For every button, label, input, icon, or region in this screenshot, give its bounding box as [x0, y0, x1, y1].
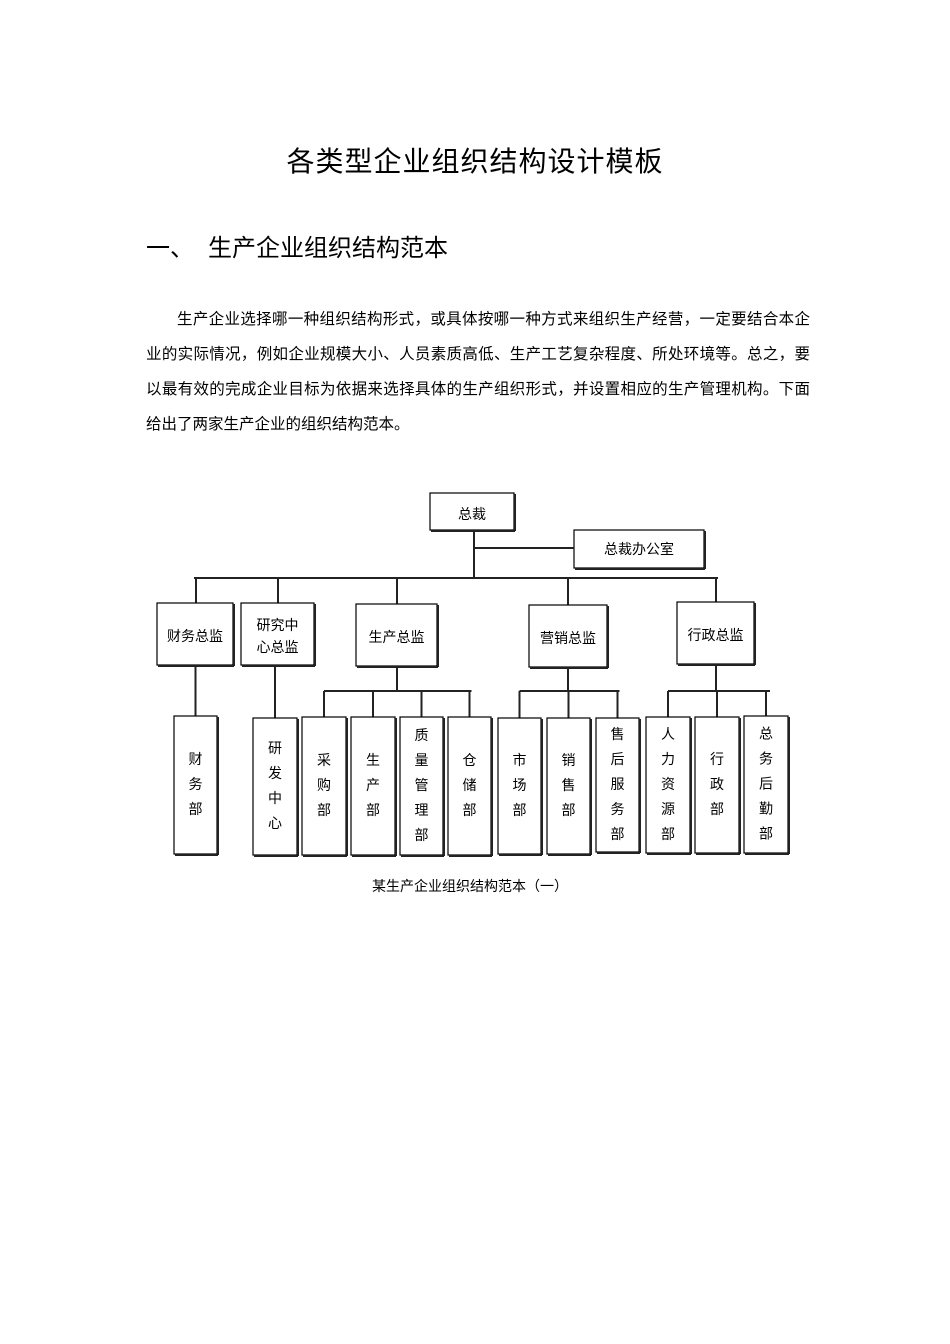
- dept-label-1-0-3: 心: [268, 816, 282, 832]
- dept-box-3-1: [546, 717, 591, 855]
- dept-label-0-0-1: 务: [189, 777, 203, 793]
- dept-box-2-1: [350, 716, 396, 856]
- section-heading: 一、生产企业组织结构范本: [146, 228, 448, 263]
- dept-label-4-0-1: 力: [661, 752, 675, 768]
- dept-label-2-2-1: 量: [415, 753, 429, 769]
- dept-label-4-1-2: 部: [710, 802, 724, 818]
- dept-label-4-0-2: 资: [661, 777, 675, 793]
- director-label-1-0: 研究中: [257, 618, 299, 634]
- dept-label-3-2-1: 后: [611, 752, 625, 768]
- dept-box-4-2: [743, 715, 789, 854]
- director-box-2: [355, 603, 438, 667]
- dept-label-2-3-1: 储: [463, 778, 477, 794]
- dept-label-4-2-3: 勤: [759, 802, 773, 818]
- dept-label-2-1-1: 产: [366, 778, 380, 794]
- dept-label-4-0-4: 部: [661, 827, 675, 843]
- section-title: 生产企业组织结构范本: [208, 234, 448, 262]
- dept-box-2-2: [399, 716, 444, 856]
- dept-label-4-1-1: 政: [710, 777, 724, 793]
- dept-box-2-0: [301, 716, 347, 856]
- root-box: [429, 492, 515, 531]
- dept-label-3-1-2: 部: [562, 803, 576, 819]
- dept-label-1-0-0: 研: [268, 741, 282, 757]
- dept-label-4-2-0: 总: [759, 727, 773, 743]
- dept-label-4-2-4: 部: [759, 827, 773, 843]
- dept-label-2-2-4: 部: [415, 828, 429, 844]
- dept-box-2-3: [447, 716, 492, 856]
- dept-label-2-1-2: 部: [366, 803, 380, 819]
- dept-label-3-2-3: 务: [611, 802, 625, 818]
- dept-label-3-0-2: 部: [513, 803, 527, 819]
- director-label-0-0: 财务总监: [167, 629, 223, 645]
- dept-label-2-0-1: 购: [317, 778, 331, 794]
- dept-label-2-3-0: 仓: [463, 753, 477, 769]
- dept-label-2-3-2: 部: [463, 803, 477, 819]
- dept-label-1-0-1: 发: [268, 766, 282, 782]
- dept-box-1-0: [252, 717, 298, 856]
- director-label-3-0: 营销总监: [540, 631, 596, 647]
- dept-label-2-2-3: 理: [415, 803, 429, 819]
- dept-box-0-0: [173, 715, 218, 855]
- dept-label-4-2-1: 务: [759, 752, 773, 768]
- root-label: 总裁: [458, 507, 486, 523]
- document-title: 各类型企业组织结构设计模板: [286, 145, 664, 178]
- dept-label-0-0-2: 部: [189, 802, 203, 818]
- dept-label-3-2-2: 服: [611, 777, 625, 793]
- dept-label-3-2-0: 售: [611, 727, 625, 743]
- dept-label-3-0-0: 市: [513, 752, 527, 769]
- dept-label-3-2-4: 部: [611, 827, 625, 843]
- dept-label-2-2-2: 管: [415, 778, 429, 794]
- dept-label-0-0-0: 财: [189, 752, 203, 768]
- paragraph-text: 生产企业选择哪一种组织结构形式，或具体按哪一种方式来组织生产经营，一定要结合本企…: [146, 310, 810, 433]
- dept-label-2-1-0: 生: [366, 753, 380, 769]
- dept-label-2-2-0: 质: [415, 728, 429, 744]
- dept-label-4-2-2: 后: [759, 777, 773, 793]
- body-paragraph: 生产企业选择哪一种组织结构形式，或具体按哪一种方式来组织生产经营，一定要结合本企…: [146, 302, 810, 442]
- chart-caption: 某生产企业组织结构范本（一）: [372, 879, 568, 895]
- section-number: 一、: [146, 234, 194, 262]
- dept-label-2-0-0: 采: [317, 753, 331, 769]
- dept-label-2-0-2: 部: [317, 803, 331, 819]
- director-box-3: [528, 604, 608, 668]
- dept-label-3-1-1: 售: [562, 778, 576, 794]
- dept-label-3-0-1: 场: [513, 778, 527, 794]
- director-label-1-1: 心总监: [257, 640, 299, 656]
- dept-label-4-0-3: 源: [661, 802, 675, 818]
- director-label-2-0: 生产总监: [369, 630, 425, 646]
- dept-label-3-1-0: 销: [562, 753, 576, 769]
- dept-label-1-0-2: 中: [268, 791, 282, 807]
- director-label-4-0: 行政总监: [688, 628, 744, 644]
- office-label: 总裁办公室: [604, 541, 674, 558]
- dept-label-4-1-0: 行: [710, 752, 724, 768]
- dept-label-4-0-0: 人: [661, 727, 675, 743]
